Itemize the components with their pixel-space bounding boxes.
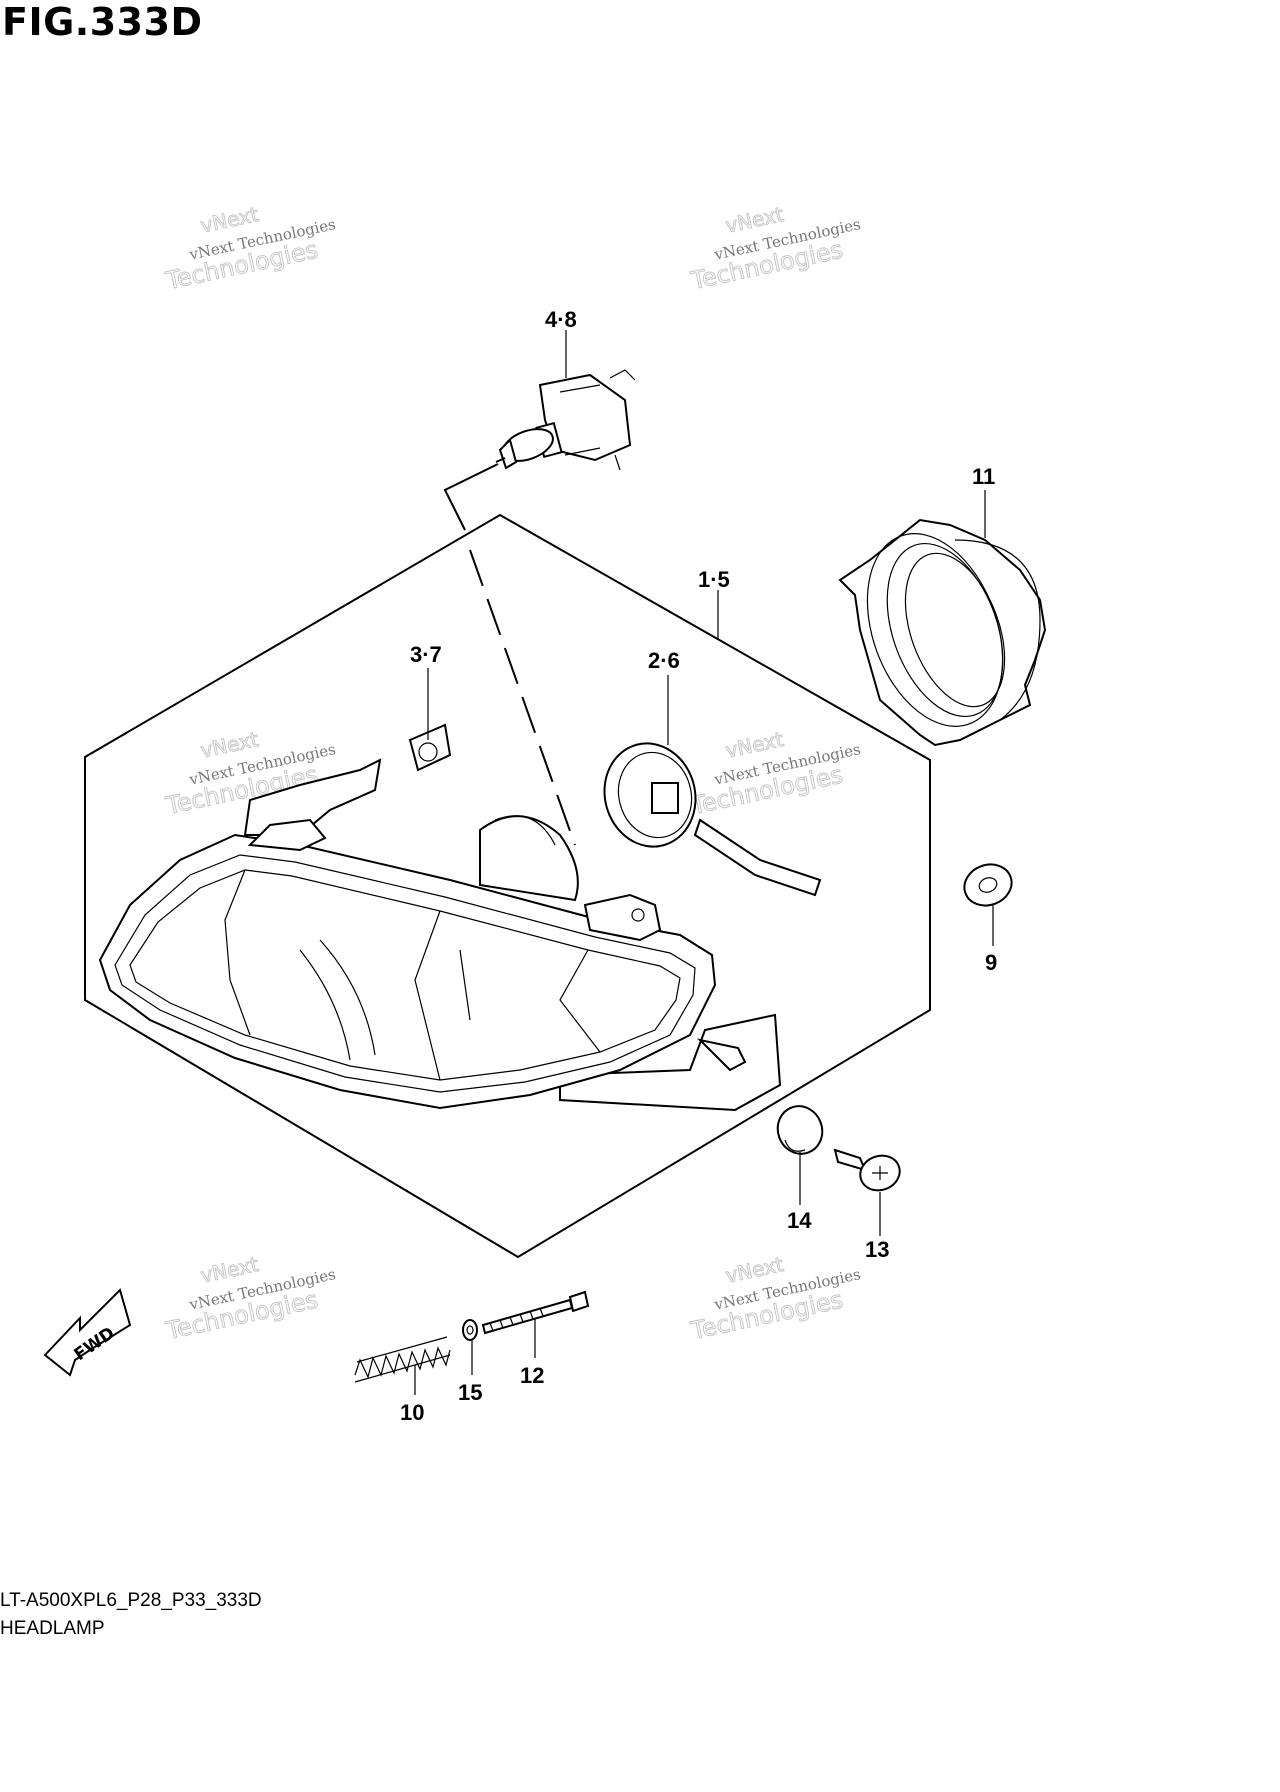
callout-4-8: 4·8: [545, 307, 577, 332]
grommet-part: [963, 863, 1013, 907]
spring-part: [354, 1336, 451, 1383]
rim-ring-part: [838, 518, 1047, 747]
assembly-outline: [84, 513, 931, 1259]
callout-9: 9: [985, 950, 997, 975]
headlamp-body: [98, 758, 782, 1112]
screw-part: [833, 1148, 901, 1192]
callout-2-6: 2·6: [648, 648, 680, 673]
adjuster-bolt-part: [481, 1290, 590, 1335]
bulb-leader-line: [443, 463, 499, 531]
bulb-part: [495, 369, 636, 471]
watermark-bottom-left: vNext vNext Technologies Technologies: [162, 1252, 337, 1346]
damper-part: [776, 1105, 824, 1155]
leader-lines: [414, 330, 994, 1395]
washer-part: [462, 1319, 478, 1341]
callout-11: 11: [972, 464, 995, 489]
callout-13: 13: [865, 1237, 889, 1262]
callout-10: 10: [400, 1400, 424, 1425]
figure-name: HEADLAMP: [0, 1618, 105, 1639]
callout-1-5: 1·5: [698, 567, 730, 592]
watermark-top-right: vNext vNext Technologies Technologies: [687, 202, 862, 296]
callout-14: 14: [787, 1208, 812, 1233]
socket-part: [603, 742, 822, 897]
figure-code: LT-A500XPL6_P28_P33_333D: [0, 1590, 262, 1611]
watermark-top-left: vNext vNext Technologies Technologies: [162, 202, 337, 296]
watermark-mid-right: vNext vNext Technologies Technologies: [687, 727, 862, 821]
callout-15: 15: [458, 1380, 482, 1405]
forward-arrow: FWD: [43, 1288, 132, 1377]
callout-3-7: 3·7: [410, 642, 442, 667]
callout-12: 12: [520, 1363, 544, 1388]
bulb-dash-line: [469, 549, 576, 846]
watermark-bottom-right: vNext vNext Technologies Technologies: [687, 1252, 862, 1346]
clip-part: [408, 723, 452, 772]
figure-title: FIG.333D: [2, 0, 203, 44]
